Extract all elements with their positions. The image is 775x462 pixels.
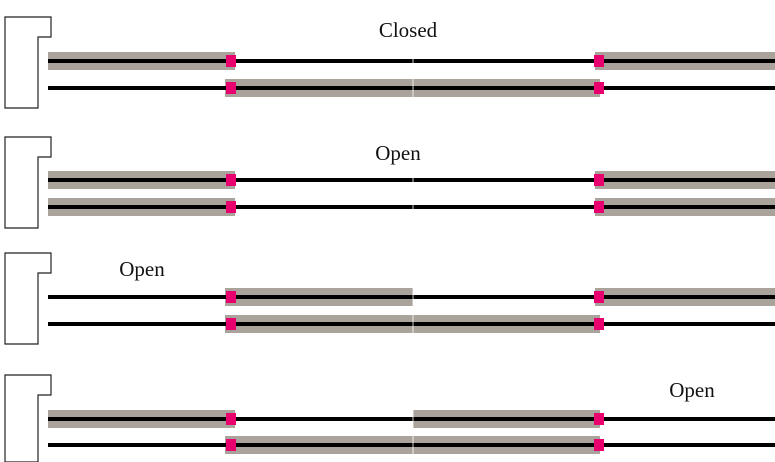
- panel-2-top-junction-2: [594, 174, 604, 186]
- panel-2-label: Open: [375, 141, 421, 165]
- panel-4: Open: [4, 374, 775, 462]
- panel-1-label: Closed: [379, 18, 438, 42]
- device-outline-2: [4, 136, 52, 229]
- panel-2-bottom-junction-2: [594, 201, 604, 213]
- panel-1: Closed: [4, 16, 775, 109]
- panel-1-bottom-seam: [412, 79, 414, 97]
- panel-2-bottom-track: [48, 205, 775, 209]
- panel-1-bottom-junction-2: [594, 82, 604, 94]
- panel-4-label: Open: [669, 378, 715, 402]
- device-outline-4: [4, 374, 52, 462]
- panel-4-bottom-junction-2: [594, 439, 604, 451]
- panel-3-top-seam: [412, 288, 414, 306]
- panel-4-bottom-seam: [412, 436, 414, 454]
- panel-2-bottom-seam: [412, 198, 414, 216]
- panel-4-top-seam: [412, 410, 414, 428]
- panel-1-bottom-track: [48, 86, 775, 90]
- panel-2-top-track: [48, 178, 775, 182]
- panel-1-top-track: [48, 59, 775, 63]
- panel-3-bottom-junction-2: [594, 318, 604, 330]
- panel-3-label: Open: [119, 257, 165, 281]
- panel-3-bottom-junction-1: [226, 318, 236, 330]
- device-outline-1: [4, 16, 52, 109]
- panel-3-bottom-track: [48, 322, 775, 326]
- panel-1-bottom-junction-1: [226, 82, 236, 94]
- panel-3-top-junction-1: [226, 291, 236, 303]
- panel-2: Open: [4, 136, 775, 229]
- panel-1-top-seam: [412, 52, 414, 70]
- device-outline-3: [4, 252, 52, 345]
- panel-4-top-track: [48, 417, 775, 421]
- panel-3: Open: [4, 252, 775, 345]
- panel-4-bottom-junction-1: [226, 439, 236, 451]
- panel-3-top-track: [48, 295, 775, 299]
- panel-3-top-junction-2: [594, 291, 604, 303]
- panel-4-top-junction-1: [226, 413, 236, 425]
- panel-2-bottom-junction-1: [226, 201, 236, 213]
- panel-1-top-junction-2: [594, 55, 604, 67]
- panel-4-bottom-track: [48, 443, 775, 447]
- panel-1-top-junction-1: [226, 55, 236, 67]
- panel-4-top-junction-2: [594, 413, 604, 425]
- panel-2-top-junction-1: [226, 174, 236, 186]
- panel-2-top-seam: [412, 171, 414, 189]
- panel-3-bottom-seam: [412, 315, 414, 333]
